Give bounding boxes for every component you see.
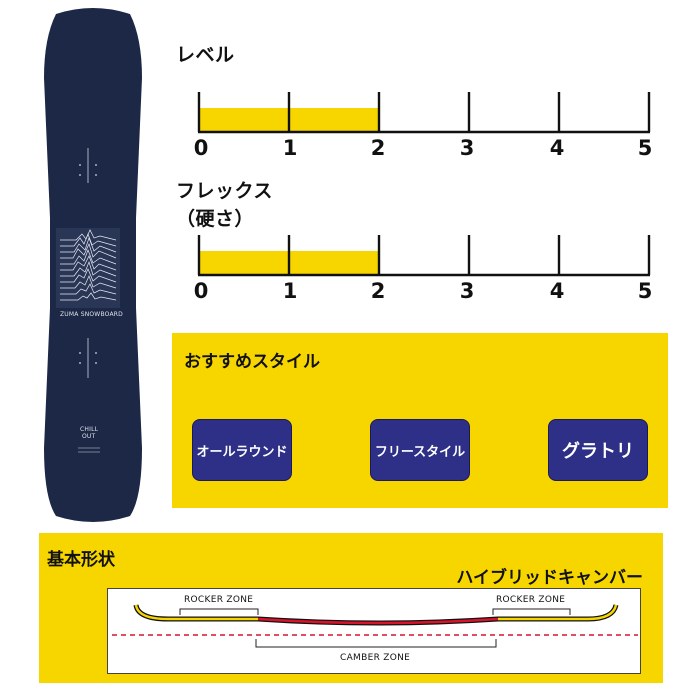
shape-panel: 基本形状 ハイブリッドキャンバー ROCKER ZONE ROCKER ZONE… (39, 533, 663, 683)
flex-tick-3: 3 (459, 279, 475, 303)
style-panel: おすすめスタイル オールラウンド フリースタイル グラトリ (172, 333, 668, 508)
shape-name: ハイブリッドキャンバー (456, 568, 643, 588)
camber-zone-label: CAMBER ZONE (340, 653, 411, 663)
style-gratri-button[interactable]: グラトリ (548, 419, 648, 481)
flex-tick-5: 5 (637, 279, 653, 303)
rocker-zone-right-label: ROCKER ZONE (496, 595, 566, 605)
level-title: レベル (176, 44, 235, 66)
level-tick-4: 4 (549, 136, 565, 160)
flex-tick-4: 4 (549, 279, 565, 303)
flex-subtitle: （硬さ） (176, 208, 255, 230)
board-model-line2: OUT (82, 433, 96, 440)
style-freestyle-button[interactable]: フリースタイル (370, 419, 470, 481)
level-tick-0: 0 (193, 136, 209, 160)
rocker-zone-left-label: ROCKER ZONE (184, 595, 254, 605)
board-profile (133, 604, 619, 626)
level-tick-3: 3 (459, 136, 475, 160)
snowboard-image: ZUMA SNOWBOARD CHILL OUT (38, 8, 148, 522)
board-brand-text: ZUMA SNOWBOARD (60, 311, 123, 318)
camber-profile-diagram: ROCKER ZONE ROCKER ZONE CAMBER ZONE (107, 588, 641, 674)
flex-bar (197, 235, 651, 277)
style-title: おすすめスタイル (184, 352, 320, 372)
style-allround-button[interactable]: オールラウンド (192, 419, 292, 481)
board-model-line1: CHILL (80, 426, 99, 433)
level-tick-1: 1 (282, 136, 298, 160)
flex-title: フレックス (176, 180, 273, 202)
level-tick-5: 5 (637, 136, 653, 160)
level-bar (197, 92, 651, 134)
flex-tick-1: 1 (282, 279, 298, 303)
flex-tick-2: 2 (370, 279, 386, 303)
level-tick-2: 2 (370, 136, 386, 160)
shape-title: 基本形状 (47, 550, 115, 570)
flex-tick-0: 0 (193, 279, 209, 303)
